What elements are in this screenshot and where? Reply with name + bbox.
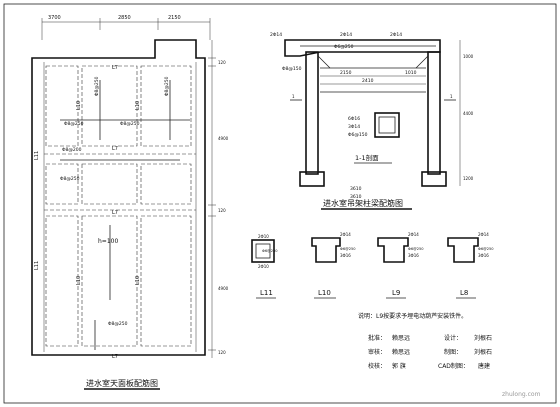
l9-rebar-stirrup: Φ6@250 xyxy=(408,247,424,251)
plan-beam-l7-4: L7 xyxy=(112,354,118,360)
frame-right-dim-3: 1200 xyxy=(463,176,474,181)
plan-rebar-1: Φ8@250 xyxy=(64,121,84,127)
plan-rebar-7: Φ8@200 xyxy=(62,147,82,153)
plan-top-dim-2: 2850 xyxy=(118,15,131,21)
sheet-border xyxy=(3,3,557,404)
plan-rebar-3: Φ8@250 xyxy=(94,76,100,96)
section-1-1-label: 1-1剖面 xyxy=(355,153,379,162)
plan-right-dim-4: 4900 xyxy=(218,286,229,291)
frame-rebar-2: Φ6@250 xyxy=(334,44,354,50)
frame-rebar-5: Φ8@150 xyxy=(282,66,302,72)
signoff-approve-label: 批准： xyxy=(368,334,386,342)
frame-rebar-1: 2Φ14 xyxy=(270,32,282,38)
plan-beam-l11-1: L11 xyxy=(34,151,40,160)
svg-text:1: 1 xyxy=(292,94,295,99)
frame-column-left xyxy=(305,51,319,175)
plan-right-dim-3: 120 xyxy=(218,208,226,213)
l10-rebar-bottom: 3Φ16 xyxy=(340,253,351,258)
l10-name: L10 xyxy=(318,289,331,297)
signoff-cad-name: 唐建 xyxy=(478,362,490,370)
signoff-review-label: 审核： xyxy=(368,348,386,356)
frame-title: 进水室吊架柱梁配筋图 xyxy=(323,198,403,208)
plan-rebar-2: Φ8@250 xyxy=(120,121,140,127)
frame-rebar-7: 3Φ14 xyxy=(348,124,360,130)
watermark: zhulong.com xyxy=(502,391,541,398)
signoff-check-label: 校核： xyxy=(368,362,386,370)
signoff-draw-label: 制图： xyxy=(444,348,462,356)
section-l9 xyxy=(377,237,409,263)
l9-name: L9 xyxy=(392,289,400,297)
column-section-detail xyxy=(374,112,400,138)
l10-rebar-top: 2Φ14 xyxy=(340,232,351,237)
l8-name: L8 xyxy=(460,289,468,297)
signoff-review-name: 赖思远 xyxy=(392,348,410,356)
plan-top-dim-3: 2150 xyxy=(168,15,181,21)
plan-rebar-4: Φ8@250 xyxy=(164,76,170,96)
beam-sections: 2Φ10 Φ6@250 2Φ10 L11 2Φ14 Φ6@250 3Φ16 L1… xyxy=(251,232,494,299)
plan-beam-l11-2: L11 xyxy=(34,261,40,270)
section-l8 xyxy=(447,237,479,263)
plan-right-dim-5: 120 xyxy=(218,350,226,355)
plan-thickness: h=100 xyxy=(98,238,118,245)
l8-rebar-bottom: 3Φ16 xyxy=(478,253,489,258)
plan-beam-l7-1: L7 xyxy=(112,65,118,71)
plan-right-dim-1: 120 xyxy=(218,60,226,65)
frame-rebar-6: 6Φ16 xyxy=(348,116,360,122)
frame-right-dim-2: 4400 xyxy=(463,111,474,116)
plan-beam-l7-3: L7 xyxy=(112,210,118,216)
frame-column-right xyxy=(427,51,441,175)
svg-text:1: 1 xyxy=(450,94,453,99)
frame-right-dim-1: 1000 xyxy=(463,54,474,59)
plan-top-dim-1: 3700 xyxy=(48,15,61,21)
plan-title: 进水室天面板配筋图 xyxy=(86,378,158,388)
frame-dim-bottom-2: 3610 xyxy=(350,186,362,192)
frame-rebar-8: Φ6@150 xyxy=(348,132,368,138)
l10-rebar-stirrup: Φ6@250 xyxy=(340,247,356,251)
plan-right-dim-2: 4900 xyxy=(218,136,229,141)
frame-rebar-3: 2Φ14 xyxy=(390,32,402,38)
section-l10 xyxy=(311,237,341,263)
frame-dim-bottom-1: 2410 xyxy=(362,78,374,84)
plan-beam-l10-3: L10 xyxy=(76,276,82,285)
l8-rebar-stirrup: Φ6@250 xyxy=(478,247,494,251)
drawing-note: 说明：L9按要求予埋电动葫芦安装铁件。 xyxy=(358,312,467,320)
frame-rebar-4: 2Φ14 xyxy=(340,32,352,38)
l8-rebar-top: 2Φ14 xyxy=(478,232,489,237)
signoff-design-label: 设计： xyxy=(444,334,462,342)
signoff-cad-label: CAD制图： xyxy=(438,362,469,370)
plan-rebar-6: Φ8@250 xyxy=(108,321,128,327)
frame-dim-1010: 1010 xyxy=(405,70,417,76)
signoff-approve-name: 赖思远 xyxy=(392,334,410,342)
slab-outline xyxy=(31,39,206,356)
signoff-draw-name: 刘根石 xyxy=(474,348,492,356)
plan-beam-l10-1: L10 xyxy=(76,101,82,110)
signoff-check-name: 郭 旗 xyxy=(392,362,406,370)
plan-beam-l7-2: L7 xyxy=(112,146,118,152)
plan-rebar-5: Φ8@250 xyxy=(60,176,80,182)
l11-name: L11 xyxy=(260,289,273,297)
plan-beam-l10-4: L10 xyxy=(135,276,141,285)
frame-dim-bottom-3: 3610 xyxy=(350,194,362,200)
frame-dim-2150: 2150 xyxy=(340,70,352,76)
l9-rebar-top: 2Φ14 xyxy=(408,232,419,237)
l11-rebar-stirrup: Φ6@250 xyxy=(262,249,278,253)
plan-beam-l10-2: L10 xyxy=(135,101,141,110)
signoff-table: 批准： 赖思远 设计： 刘根石 审核： 赖思远 制图： 刘根石 校核： 郭 旗 … xyxy=(368,334,492,370)
l11-rebar-top: 2Φ10 xyxy=(258,234,269,239)
plan-view: 3700 2850 2150 L7 L7 L7 L7 L10 L10 L10 xyxy=(31,15,229,390)
l11-rebar-bottom: 2Φ10 xyxy=(258,264,269,269)
section-l11 xyxy=(251,239,275,263)
l9-rebar-bottom: 3Φ16 xyxy=(408,253,419,258)
frame-view: 1 1 2150 1010 2410 3610 3610 1000 4400 1… xyxy=(270,32,474,210)
signoff-design-name: 刘根石 xyxy=(474,334,492,342)
